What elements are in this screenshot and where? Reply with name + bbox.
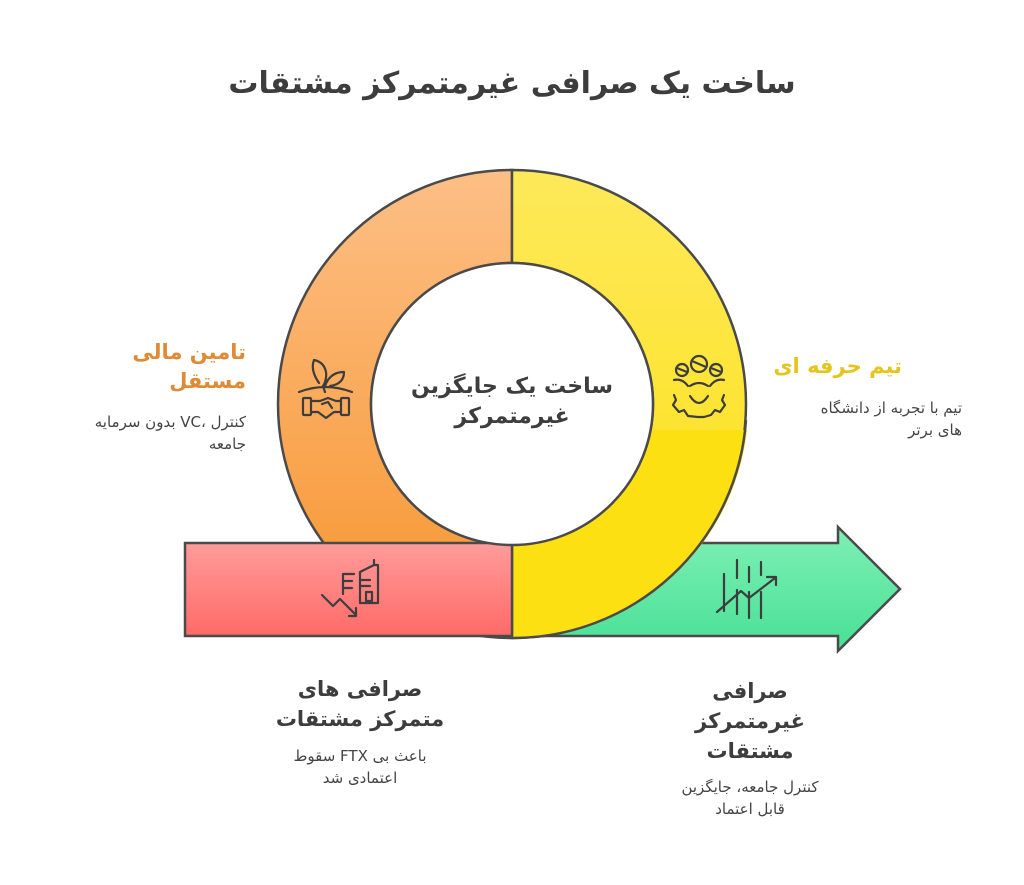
- plant-handshake-icon: [297, 358, 354, 420]
- right-ring-overlap: [512, 430, 747, 639]
- bottom-left-desc: باعث بی FTX سقوط اعتمادی شد: [250, 745, 470, 789]
- bottom-left-desc-line2: اعتمادی شد: [322, 769, 398, 787]
- bottom-left-desc-line1: باعث بی FTX سقوط: [293, 747, 427, 765]
- left-segment-desc: کنترل ،VC بدون سرمایه جامعه: [95, 411, 246, 455]
- left-title-line2: مستقل: [169, 369, 246, 393]
- right-desc-line1: تیم با تجربه از دانشگاه: [820, 399, 962, 417]
- left-desc-line2: جامعه: [208, 435, 246, 453]
- bottom-right-desc: کنترل جامعه، جایگزین قابل اعتماد: [640, 776, 860, 820]
- left-segment-title: تامین مالی مستقل: [132, 338, 246, 396]
- left-title-line1: تامین مالی: [132, 340, 246, 364]
- center-label-line1: ساخت یک جایگزین: [410, 374, 614, 399]
- building-decline-icon: [320, 558, 380, 618]
- bottom-left-title: صرافی های متمرکز مشتقات: [250, 674, 470, 734]
- team-gear-icon: [671, 354, 727, 419]
- red-bar: [183, 541, 514, 638]
- bottom-right-desc-line2: قابل اعتماد: [715, 800, 785, 818]
- right-desc-line2: های برتر: [908, 421, 962, 439]
- growth-chart-icon: [715, 558, 778, 620]
- left-desc-line1: کنترل ،VC بدون سرمایه: [94, 413, 246, 431]
- bottom-right-title: صرافی غیرمتمرکز مشتقات: [640, 676, 860, 766]
- right-segment-title: تیم حرفه ای: [773, 354, 902, 378]
- bottom-right-title-line2: غیرمتمرکز: [695, 709, 805, 733]
- bottom-right-desc-line1: کنترل جامعه، جایگزین: [681, 778, 819, 796]
- right-segment-desc: تیم با تجربه از دانشگاه های برتر: [821, 397, 962, 441]
- bottom-left-title-line1: صرافی های: [297, 677, 423, 701]
- center-label-line2: غیرمتمرکز: [454, 404, 570, 429]
- diagram-title: ساخت یک صرافی غیرمتمرکز مشتقات: [228, 66, 796, 101]
- center-circle: [369, 261, 655, 547]
- bottom-left-title-line2: متمرکز مشتقات: [275, 707, 445, 731]
- bottom-right-title-line3: مشتقات: [706, 739, 794, 763]
- bottom-right-title-line1: صرافی: [712, 679, 788, 703]
- center-label: ساخت یک جایگزین غیرمتمرکز: [402, 372, 622, 432]
